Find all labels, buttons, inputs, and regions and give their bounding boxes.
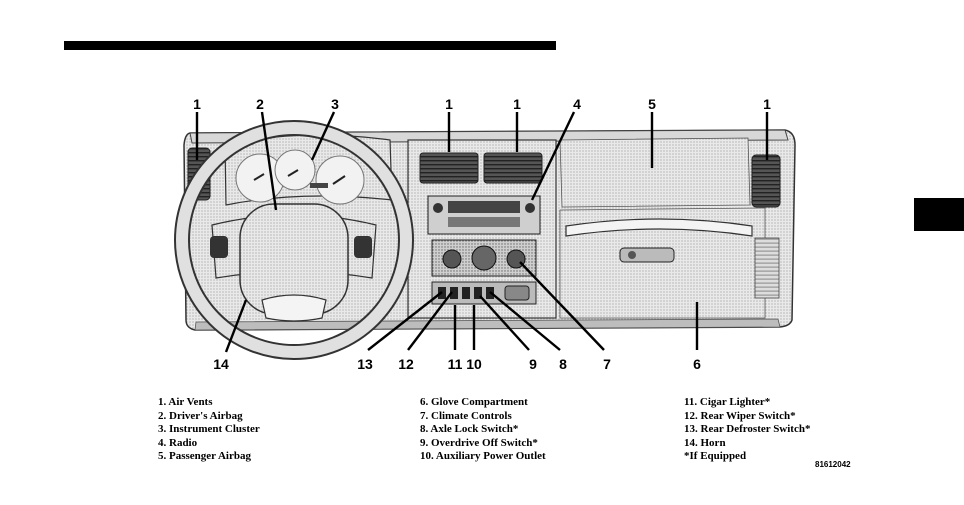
- callout-air-vent-left: 1: [193, 96, 201, 112]
- legend-item: 4. Radio: [158, 436, 198, 449]
- callout-glove-compartment: 6: [693, 356, 701, 372]
- legend-item: 10. Auxiliary Power Outlet: [420, 450, 546, 463]
- air-vent-center-right: [483, 152, 543, 184]
- section-tab: [914, 198, 964, 231]
- callout-passenger-airbag: 5: [648, 96, 656, 112]
- legend-item: 5. Passenger Airbag: [158, 450, 251, 463]
- callout-drivers-airbag: 2: [256, 96, 264, 112]
- legend-item: 1. Air Vents: [158, 396, 213, 408]
- callout-rear-wiper: 12: [398, 356, 414, 372]
- legend-item: 14. Horn: [684, 436, 726, 449]
- legend-item: 3. Instrument Cluster: [158, 423, 260, 436]
- legend-item: 11. Cigar Lighter*: [684, 396, 771, 408]
- callout-air-vent-right: 1: [763, 96, 771, 112]
- callout-overdrive-off: 9: [529, 356, 537, 372]
- callout-air-vent-center-left: 1: [445, 96, 453, 112]
- callout-axle-lock: 8: [559, 356, 567, 372]
- legend-column-2: 6. Glove Compartment 7. Climate Controls…: [420, 396, 546, 464]
- air-vent-center-left: [419, 152, 479, 184]
- legend-item: 13. Rear Defroster Switch*: [684, 423, 811, 436]
- glove-compartment: [559, 207, 780, 319]
- legend-item: 8. Axle Lock Switch*: [420, 423, 519, 436]
- callout-radio: 4: [573, 96, 581, 112]
- legend-item: 6. Glove Compartment: [420, 396, 528, 408]
- passenger-airbag-panel: [559, 137, 751, 208]
- steering-wheel: [174, 120, 414, 360]
- legend-column-1: 1. Air Vents 2. Driver's Airbag 3. Instr…: [158, 396, 260, 464]
- legend-item: *If Equipped: [684, 450, 747, 463]
- callout-climate-controls: 7: [603, 356, 611, 372]
- callout-air-vent-center-right: 1: [513, 96, 521, 112]
- air-vent-right: [751, 154, 781, 208]
- figure-code: 81612042: [815, 460, 851, 469]
- callout-cigar-lighter: 11: [448, 356, 463, 372]
- legend-item: 12. Rear Wiper Switch*: [684, 409, 796, 422]
- header-rule: [64, 41, 556, 50]
- callout-horn: 14: [213, 356, 229, 372]
- legend-column-3: 11. Cigar Lighter* 12. Rear Wiper Switch…: [684, 396, 810, 464]
- callout-power-outlet: 10: [466, 356, 482, 372]
- leader-lines: [195, 111, 769, 353]
- legend-item: 9. Overdrive Off Switch*: [420, 436, 538, 449]
- callout-rear-defroster: 13: [357, 356, 373, 372]
- callout-instrument-cluster: 3: [331, 96, 339, 112]
- legend-item: 7. Climate Controls: [420, 409, 512, 422]
- legend-item: 2. Driver's Airbag: [158, 409, 243, 422]
- center-stack: [407, 139, 557, 319]
